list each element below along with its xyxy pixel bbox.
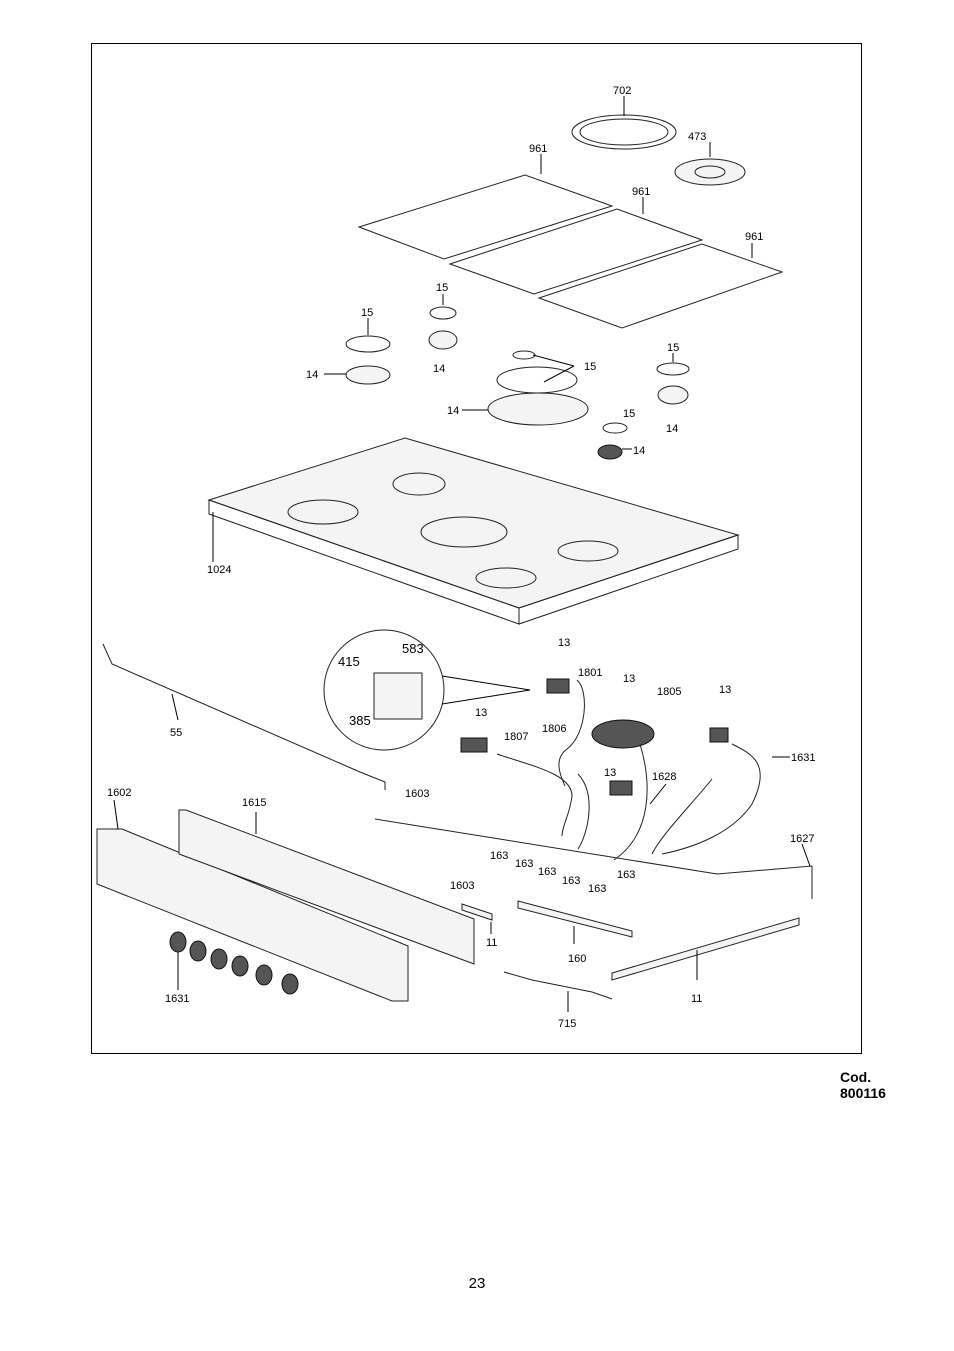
- label-160: 160: [568, 953, 586, 965]
- label-1627: 1627: [790, 833, 814, 845]
- label-1602: 1602: [107, 787, 131, 799]
- label-13: 13: [719, 684, 731, 696]
- label-385: 385: [349, 713, 371, 728]
- label-1805: 1805: [657, 686, 681, 698]
- label-1628: 1628: [652, 771, 676, 783]
- label-163: 163: [562, 875, 580, 887]
- label-1807: 1807: [504, 731, 528, 743]
- label-55: 55: [170, 727, 182, 739]
- label-163: 163: [538, 866, 556, 878]
- part-1024-cooktop: [207, 437, 740, 625]
- part-1631-knobs: [169, 931, 299, 995]
- label-13: 13: [475, 707, 487, 719]
- label-15: 15: [361, 307, 373, 319]
- part-gas-valves-pipes: [374, 678, 813, 899]
- label-1603: 1603: [450, 880, 474, 892]
- diagram-frame: 702 473 961 961 961 15 15 15 15 15 14 14…: [91, 43, 886, 1101]
- label-415: 415: [338, 654, 360, 669]
- label-14: 14: [306, 369, 318, 381]
- label-14: 14: [666, 423, 678, 435]
- label-1631: 1631: [165, 993, 189, 1005]
- part-1602-1615-front-panels: [96, 799, 475, 1002]
- page-number: 23: [468, 1275, 486, 1292]
- label-163: 163: [617, 869, 635, 881]
- label-11: 11: [691, 993, 702, 1005]
- label-961: 961: [529, 143, 547, 155]
- part-473-burner-cap: [674, 142, 746, 186]
- label-473: 473: [688, 131, 706, 143]
- label-15: 15: [584, 361, 596, 373]
- label-15: 15: [623, 408, 635, 420]
- label-15: 15: [667, 342, 679, 354]
- label-163: 163: [515, 858, 533, 870]
- label-14: 14: [447, 405, 459, 417]
- label-13: 13: [604, 767, 616, 779]
- label-1603: 1603: [405, 788, 429, 800]
- label-715: 715: [558, 1018, 576, 1030]
- label-163: 163: [490, 850, 508, 862]
- label-961: 961: [632, 186, 650, 198]
- label-961: 961: [745, 231, 763, 243]
- label-14: 14: [633, 445, 645, 457]
- label-1801: 1801: [578, 667, 602, 679]
- label-15: 15: [436, 282, 448, 294]
- label-1615: 1615: [242, 797, 266, 809]
- label-14: 14: [433, 363, 445, 375]
- label-1024: 1024: [207, 564, 231, 576]
- part-961-grids: [357, 154, 784, 329]
- label-163: 163: [588, 883, 606, 895]
- part-detail-thermocouple: [323, 629, 531, 751]
- exploded-view-diagram: 702 473 961 961 961 15 15 15 15 15 14 14…: [96, 85, 815, 1030]
- part-55-rod: [102, 643, 386, 790]
- label-13: 13: [623, 673, 635, 685]
- label-1806: 1806: [542, 723, 566, 735]
- label-702: 702: [613, 85, 631, 97]
- part-160-11-715-brackets: [461, 900, 800, 1012]
- part-15-14-burners: [324, 294, 690, 460]
- label-13: 13: [558, 637, 570, 649]
- document-code: Cod. 800116: [840, 1069, 886, 1101]
- label-11: 11: [486, 937, 497, 949]
- label-1631: 1631: [791, 752, 815, 764]
- part-702-wok-ring: [571, 96, 677, 150]
- label-583: 583: [402, 641, 424, 656]
